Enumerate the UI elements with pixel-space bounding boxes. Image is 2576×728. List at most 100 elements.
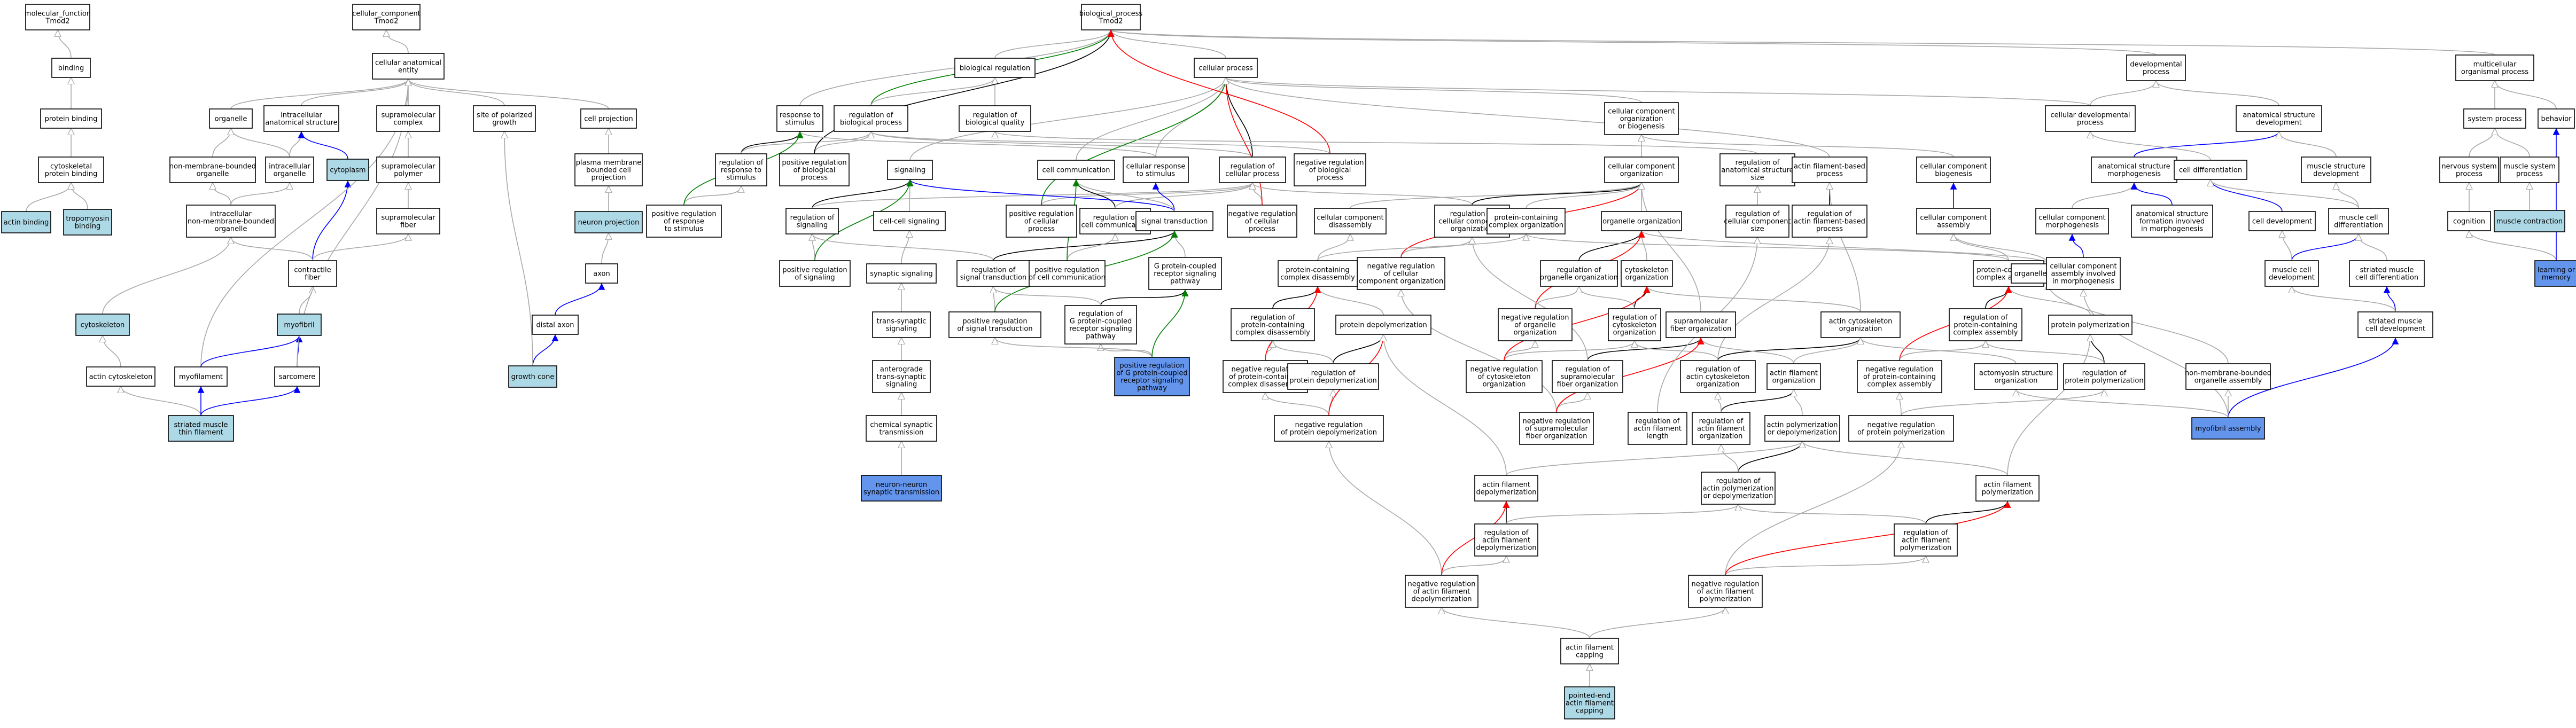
node-organelle-organization[interactable]: organelle organization — [1601, 211, 1682, 231]
node-actin-binding[interactable]: actin binding — [1, 211, 51, 233]
node-cytoplasm[interactable]: cytoplasm — [326, 159, 369, 181]
node-distal-axon[interactable]: distal axon — [532, 315, 579, 335]
node-cell-projection[interactable]: cell projection — [580, 108, 637, 129]
node-biological-regulation[interactable]: biological regulation — [954, 58, 1036, 78]
node-actin-cytoskeleton[interactable]: actin cytoskeleton — [86, 366, 155, 387]
node-cell-communication[interactable]: cell communication — [1037, 160, 1115, 180]
node-axon[interactable]: axon — [585, 263, 618, 284]
node-protein-depolymerization[interactable]: protein depolymerization — [1335, 315, 1431, 335]
node-signaling[interactable]: signaling — [887, 160, 933, 180]
node-myofibril[interactable]: myofibril — [277, 314, 322, 336]
node-synaptic-signaling[interactable]: synaptic signaling — [866, 263, 937, 284]
node-muscle-contraction[interactable]: muscle contraction — [2494, 210, 2565, 232]
node-binding[interactable]: binding — [51, 58, 91, 78]
node-growth-cone[interactable]: growth cone — [508, 365, 557, 388]
node-signal-transduction[interactable]: signal transduction — [1135, 211, 1213, 231]
node-cognition[interactable]: cognition — [2447, 211, 2491, 231]
node-intracellular-nonmembrane-organelle[interactable]: intracellularnon-membrane-boundedorganel… — [186, 205, 276, 238]
node-cell-development[interactable]: cell development — [2248, 211, 2316, 231]
node-behavior[interactable]: behavior — [2538, 108, 2575, 129]
node-neuron-projection[interactable]: neuron projection — [574, 211, 643, 233]
node-cell-cell-signaling[interactable]: cell-cell signaling — [873, 211, 946, 231]
